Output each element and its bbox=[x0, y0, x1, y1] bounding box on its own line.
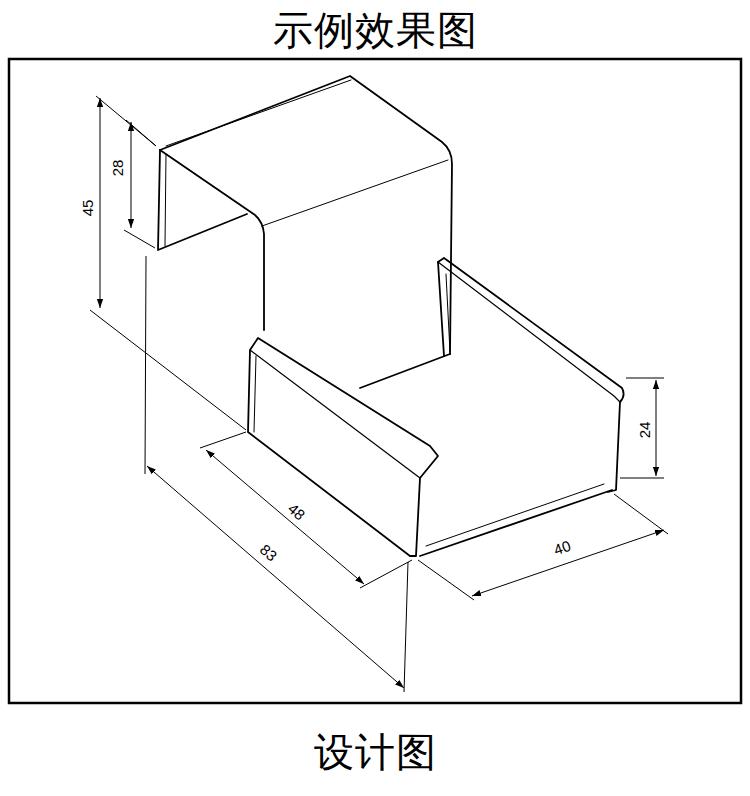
top-face-back bbox=[160, 76, 452, 354]
extension-line bbox=[620, 478, 664, 479]
extension-line bbox=[124, 230, 155, 248]
extension-line bbox=[145, 256, 146, 474]
extension-line bbox=[614, 494, 668, 534]
right-side-plate bbox=[438, 258, 624, 492]
extension-line bbox=[418, 560, 474, 600]
dimension-line bbox=[472, 530, 664, 596]
dimension-value: 40 bbox=[550, 537, 575, 559]
extension-line bbox=[90, 310, 246, 430]
frame bbox=[9, 59, 741, 703]
dimension-value: 24 bbox=[637, 420, 653, 441]
top-face-front bbox=[160, 150, 264, 330]
extension-line bbox=[404, 562, 408, 692]
plate-edge bbox=[438, 262, 620, 402]
dimension-line bbox=[131, 122, 132, 228]
extension-line bbox=[626, 378, 664, 379]
dimension-lines bbox=[90, 96, 668, 692]
dimension-value: 48 bbox=[283, 499, 309, 525]
plate-bend bbox=[254, 356, 256, 432]
drawing-title: 示例效果图 bbox=[273, 6, 478, 54]
top-face-edge bbox=[166, 80, 351, 146]
bend-line bbox=[165, 154, 166, 246]
front-flange bbox=[158, 150, 247, 250]
dimension-value: 45 bbox=[80, 198, 96, 219]
bend-line bbox=[262, 160, 448, 226]
extension-line bbox=[96, 96, 156, 146]
plate-edge bbox=[250, 350, 420, 478]
dimension-value: 28 bbox=[110, 158, 126, 179]
sheet-metal-part bbox=[158, 76, 624, 556]
plate-edge bbox=[438, 262, 444, 356]
floor-front-edge bbox=[420, 490, 612, 556]
dimension-line bbox=[656, 380, 657, 476]
dimension-line bbox=[100, 98, 101, 308]
dimension-line bbox=[147, 466, 404, 688]
dimension-line bbox=[206, 450, 364, 584]
left-side-plate bbox=[248, 338, 438, 556]
extension-line bbox=[200, 432, 246, 448]
plate-bend bbox=[446, 274, 450, 352]
extension-line bbox=[360, 560, 412, 588]
drawing-caption: 设计图 bbox=[314, 728, 437, 776]
floor-back-edge bbox=[360, 354, 450, 388]
floor-bend bbox=[426, 484, 604, 546]
